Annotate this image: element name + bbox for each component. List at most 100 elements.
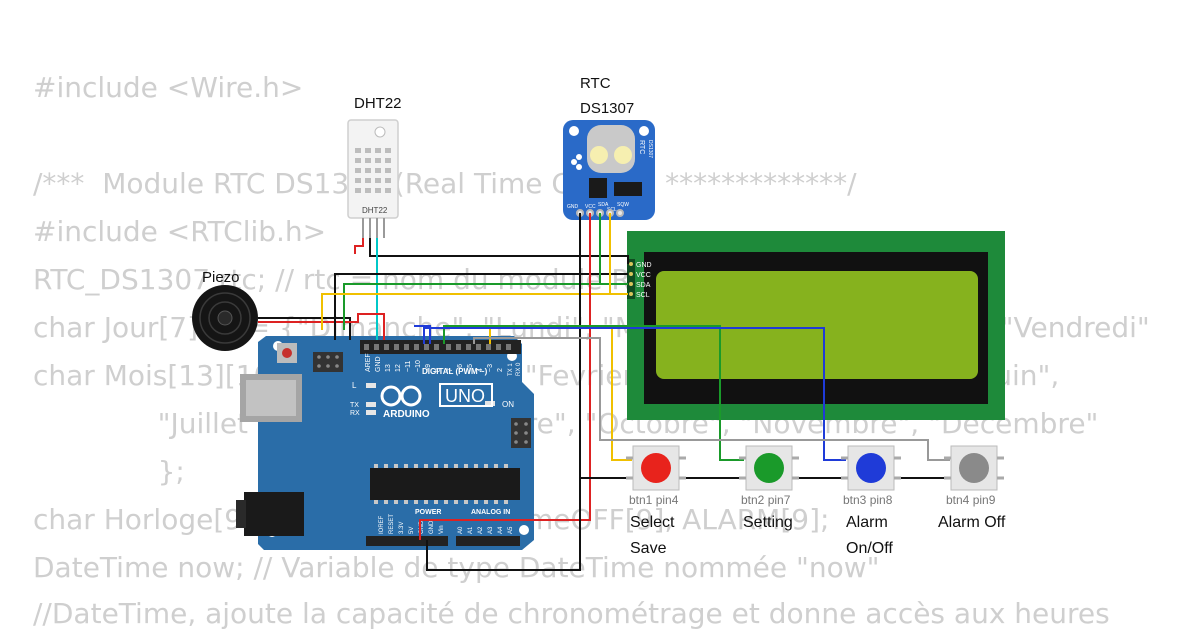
lcd-pin-label: VCC (636, 272, 651, 279)
power-label: POWER (415, 509, 441, 516)
arduino-pin-label: A3 (488, 526, 494, 534)
arduino-pin-label: A4 (498, 526, 504, 534)
rtc-chip (589, 178, 607, 198)
arduino-uno-board[interactable]: AREF GND 13 12 ~11 ~10 ~9 8 7 ~6 ~5 4 ~3… (236, 336, 534, 550)
digital-label: DIGITAL (PWM ~) (422, 367, 488, 376)
lcd-pin-label: GND (636, 262, 652, 269)
rtc-board-text: DS1307 (647, 140, 653, 158)
button-caption: btn1 pin4 (629, 493, 679, 507)
lcd-pin-label: SCL (636, 292, 650, 299)
button-cap[interactable] (754, 453, 784, 483)
arduino-pin-label: Vin (439, 525, 445, 534)
button-label: Alarm (846, 514, 888, 531)
arduino-pin-label: A0 (458, 526, 464, 534)
arduino-pin-label: GND (419, 520, 425, 534)
rtc-pin-label: GND (567, 204, 579, 210)
arduino-pin-label: ~3 (487, 364, 494, 372)
wire-rtc-scl (609, 213, 628, 295)
icsp-header-2 (511, 418, 531, 448)
wire-dht-vcc (354, 238, 364, 254)
atmega-chip (370, 468, 520, 500)
arduino-pin-label: RESET (389, 514, 395, 534)
rtc-ds1307-module[interactable]: RTC DS1307 RTC DS1307 GND VCC SDA SCL SQ… (563, 75, 655, 220)
lcd-screen (656, 271, 978, 379)
adafruit-flower-icon (571, 154, 582, 170)
wire-lcd-gnd-arduino (334, 273, 628, 340)
on-label: ON (502, 400, 514, 409)
button-cap[interactable] (641, 453, 671, 483)
pushbutton-3[interactable]: btn3 pin8 Alarm On/Off (841, 445, 901, 557)
arduino-pin-label: A5 (508, 526, 514, 534)
arduino-pin-label: IOREF (379, 515, 385, 534)
arduino-pin-label: 13 (385, 364, 392, 372)
led-label: RX (350, 410, 360, 417)
coin-cell (614, 146, 632, 164)
lcd-pin-header (627, 259, 635, 299)
crystal (614, 182, 642, 196)
wire-lcd-scl (321, 293, 628, 330)
dht22-grille (355, 148, 391, 193)
wire-piezo-gnd (258, 317, 351, 340)
power-header (366, 536, 448, 546)
led-on (485, 401, 495, 406)
led-tx (366, 402, 376, 407)
dht22-chip-label: DHT22 (362, 206, 388, 215)
button-cap[interactable] (959, 453, 989, 483)
arduino-pin-label: 5V (409, 527, 415, 534)
arduino-pin-label: ~6 (457, 364, 464, 372)
coin-cell (590, 146, 608, 164)
arduino-pin-label: 8 (435, 368, 442, 372)
brand-label: ARDUINO (383, 409, 430, 420)
led-label: L (352, 381, 357, 390)
arduino-pin-label: 2 (497, 368, 504, 372)
dht22-title: DHT22 (354, 95, 402, 112)
arduino-pin-label: AREF (365, 353, 372, 372)
arduino-pin-label: 4 (477, 368, 484, 372)
uno-badge (439, 383, 493, 407)
led-l (366, 383, 376, 388)
pushbutton-2[interactable]: btn2 pin7 Setting (739, 445, 799, 531)
wire-stub (414, 325, 431, 344)
wire-arduino-gnd (426, 478, 581, 571)
mounting-hole (639, 126, 649, 136)
button-caption: btn4 pin9 (946, 493, 996, 507)
arduino-logo-icon (380, 385, 422, 407)
pushbutton-4[interactable]: btn4 pin9 Alarm Off (938, 445, 1006, 531)
dht22-sensor[interactable]: DHT22 DHT22 (347, 95, 402, 238)
wire-dht-gnd (369, 238, 629, 264)
button-cap[interactable] (856, 453, 886, 483)
lcd-pin-label: SDA (636, 282, 651, 289)
button-label: On/Off (846, 540, 893, 557)
pushbutton-1[interactable]: btn1 pin4 Select Save (626, 445, 686, 557)
arduino-pin-label: RX 0 (516, 362, 522, 376)
arduino-pin-label: TX 1 (508, 363, 514, 376)
wire-btn3 (423, 327, 846, 461)
wire-btn2 (443, 325, 744, 461)
reset-button-cap (282, 348, 292, 358)
digital-header (360, 340, 521, 354)
arduino-pin-label: GND (429, 520, 435, 534)
wire-rtc-sda (599, 213, 628, 285)
arduino-pin-label: A1 (468, 526, 474, 534)
button-label: Alarm Off (938, 514, 1006, 531)
button-caption: btn2 pin7 (741, 493, 791, 507)
arduino-pin-label: ~9 (425, 364, 432, 372)
arduino-pin-label: ~10 (415, 360, 422, 372)
icsp-header (313, 352, 343, 372)
piezo-buzzer[interactable]: Piezo (192, 269, 258, 351)
piezo-title: Piezo (202, 269, 240, 286)
arduino-pin-label: A2 (478, 526, 484, 534)
button-caption: btn3 pin8 (843, 493, 893, 507)
wire-lcd-sda (343, 283, 628, 330)
wires (258, 213, 1002, 571)
rtc-title: DS1307 (580, 100, 634, 117)
rtc-pin-label: VCC (585, 204, 596, 210)
rtc-pin-label: SDA (598, 202, 609, 208)
button-label: Select (630, 514, 675, 531)
model-label: UNO (445, 386, 485, 406)
led-rx (366, 410, 376, 415)
dht22-mount-hole (374, 126, 386, 138)
arduino-pin-label: 12 (395, 364, 402, 372)
analog-header (456, 536, 520, 546)
dht22-body (347, 119, 399, 219)
